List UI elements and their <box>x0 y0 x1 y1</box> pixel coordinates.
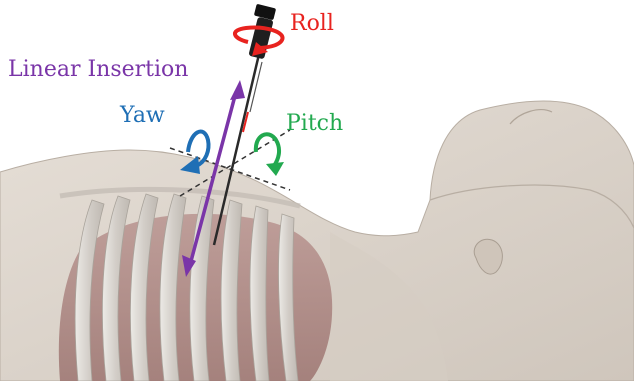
linear-insertion-label: Linear Insertion <box>8 57 188 82</box>
pitch-arrow-icon <box>256 134 284 176</box>
yaw-label: Yaw <box>119 103 165 128</box>
pitch-label: Pitch <box>286 111 343 136</box>
roll-label: Roll <box>290 11 334 36</box>
